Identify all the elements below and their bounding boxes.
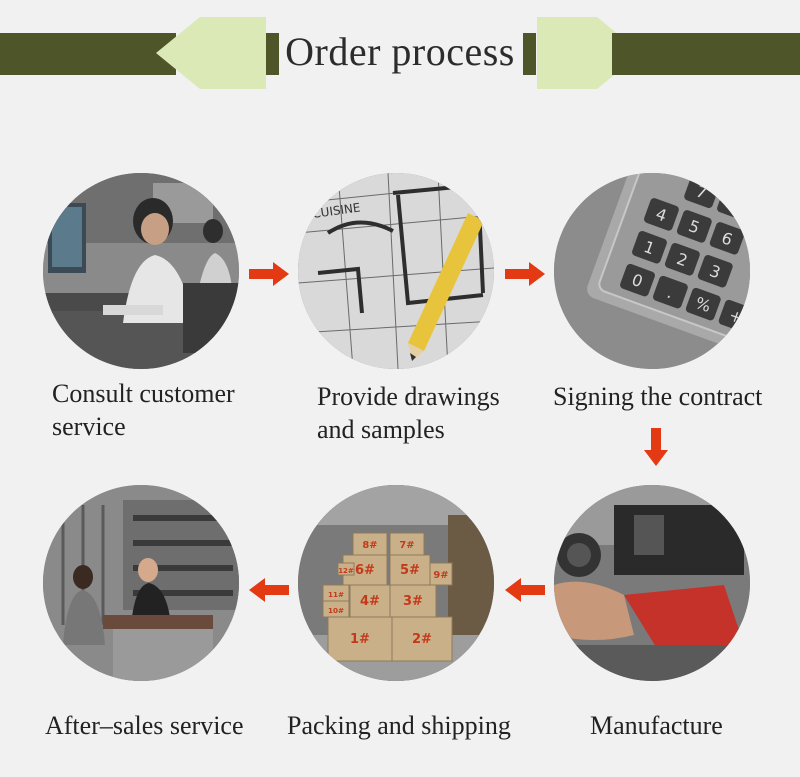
step-label-packing: Packing and shipping [287, 709, 511, 742]
arrow-right-icon [505, 262, 545, 286]
banner-arrow-left-icon [156, 17, 266, 89]
step-consult-image [43, 173, 239, 369]
calculator-key [676, 210, 712, 243]
step-label-line: After–sales service [45, 711, 244, 740]
step-label-contract: Signing the contract [553, 380, 762, 413]
calculator-key [685, 287, 721, 321]
machining-icon [554, 485, 750, 681]
calculator-key [697, 254, 733, 288]
box-label: 4# [360, 594, 380, 609]
calculator-key [652, 275, 688, 309]
banner-block-right [523, 33, 536, 75]
box-label: 6# [355, 563, 375, 578]
step-label-line: Signing the contract [553, 382, 763, 411]
step-label-manufacture: Manufacture [590, 709, 723, 742]
banner-block-left [266, 33, 279, 75]
calculator-key [620, 263, 655, 297]
calculator-key-label: 8 [726, 194, 742, 215]
box-label: 5# [400, 563, 420, 578]
boxes-icon: 8# 7# 6# 5# 9# 12# 11# 10# 4# 3# 1# 2# [298, 485, 494, 681]
calculator-key-label: % [693, 293, 714, 316]
step-packing-image: 8# 7# 6# 5# 9# 12# 11# 10# 4# 3# 1# 2# [298, 485, 494, 681]
box-label: 10# [328, 606, 344, 615]
calculator-key [709, 222, 745, 255]
shipping-box [337, 562, 355, 576]
shipping-box [389, 584, 437, 618]
box-label: 8# [362, 540, 377, 551]
banner-bar-right [612, 33, 800, 75]
step-label-line: service [52, 412, 126, 441]
step-label-line: Packing and shipping [287, 711, 511, 740]
step-label-line: Manufacture [590, 711, 723, 740]
box-label: 1# [350, 632, 370, 647]
calculator-key [632, 231, 667, 264]
box-label: 3# [403, 594, 423, 609]
shipping-box [389, 554, 431, 586]
blueprint-icon: CUISINE [298, 173, 494, 369]
box-label: 9# [433, 570, 448, 581]
step-label-consult: Consult customer service [52, 377, 235, 443]
step-drawings-image: CUISINE [298, 173, 494, 369]
calculator-key [664, 243, 700, 276]
box-label: 7# [399, 540, 414, 551]
arrow-left-icon [505, 578, 545, 602]
arrow-left-icon [249, 578, 289, 602]
step-manufacture-image [554, 485, 750, 681]
calculator-key [644, 198, 679, 231]
box-label: 11# [328, 590, 344, 599]
meeting-icon [43, 485, 239, 681]
call-center-icon [43, 173, 239, 369]
step-label-line: and samples [317, 415, 445, 444]
calculator-key-label: . [665, 283, 676, 303]
arrow-right-icon [249, 262, 289, 286]
svg-text:CUISINE: CUISINE [311, 200, 361, 221]
step-after-sales-image [43, 485, 239, 681]
step-label-line: Consult customer [52, 379, 235, 408]
page-title: Order process [285, 29, 515, 74]
banner-bar-left [0, 33, 176, 75]
box-label: 2# [412, 632, 432, 647]
box-label: 12# [338, 567, 354, 575]
arrow-down-icon [644, 428, 668, 466]
step-label-line: Provide drawings [317, 382, 500, 411]
shipping-box [429, 562, 453, 586]
shipping-box [342, 554, 388, 586]
shipping-box [391, 616, 453, 662]
shipping-box [327, 616, 393, 662]
step-label-drawings: Provide drawings and samples [317, 380, 500, 446]
step-label-after-sales: After–sales service [45, 709, 244, 742]
